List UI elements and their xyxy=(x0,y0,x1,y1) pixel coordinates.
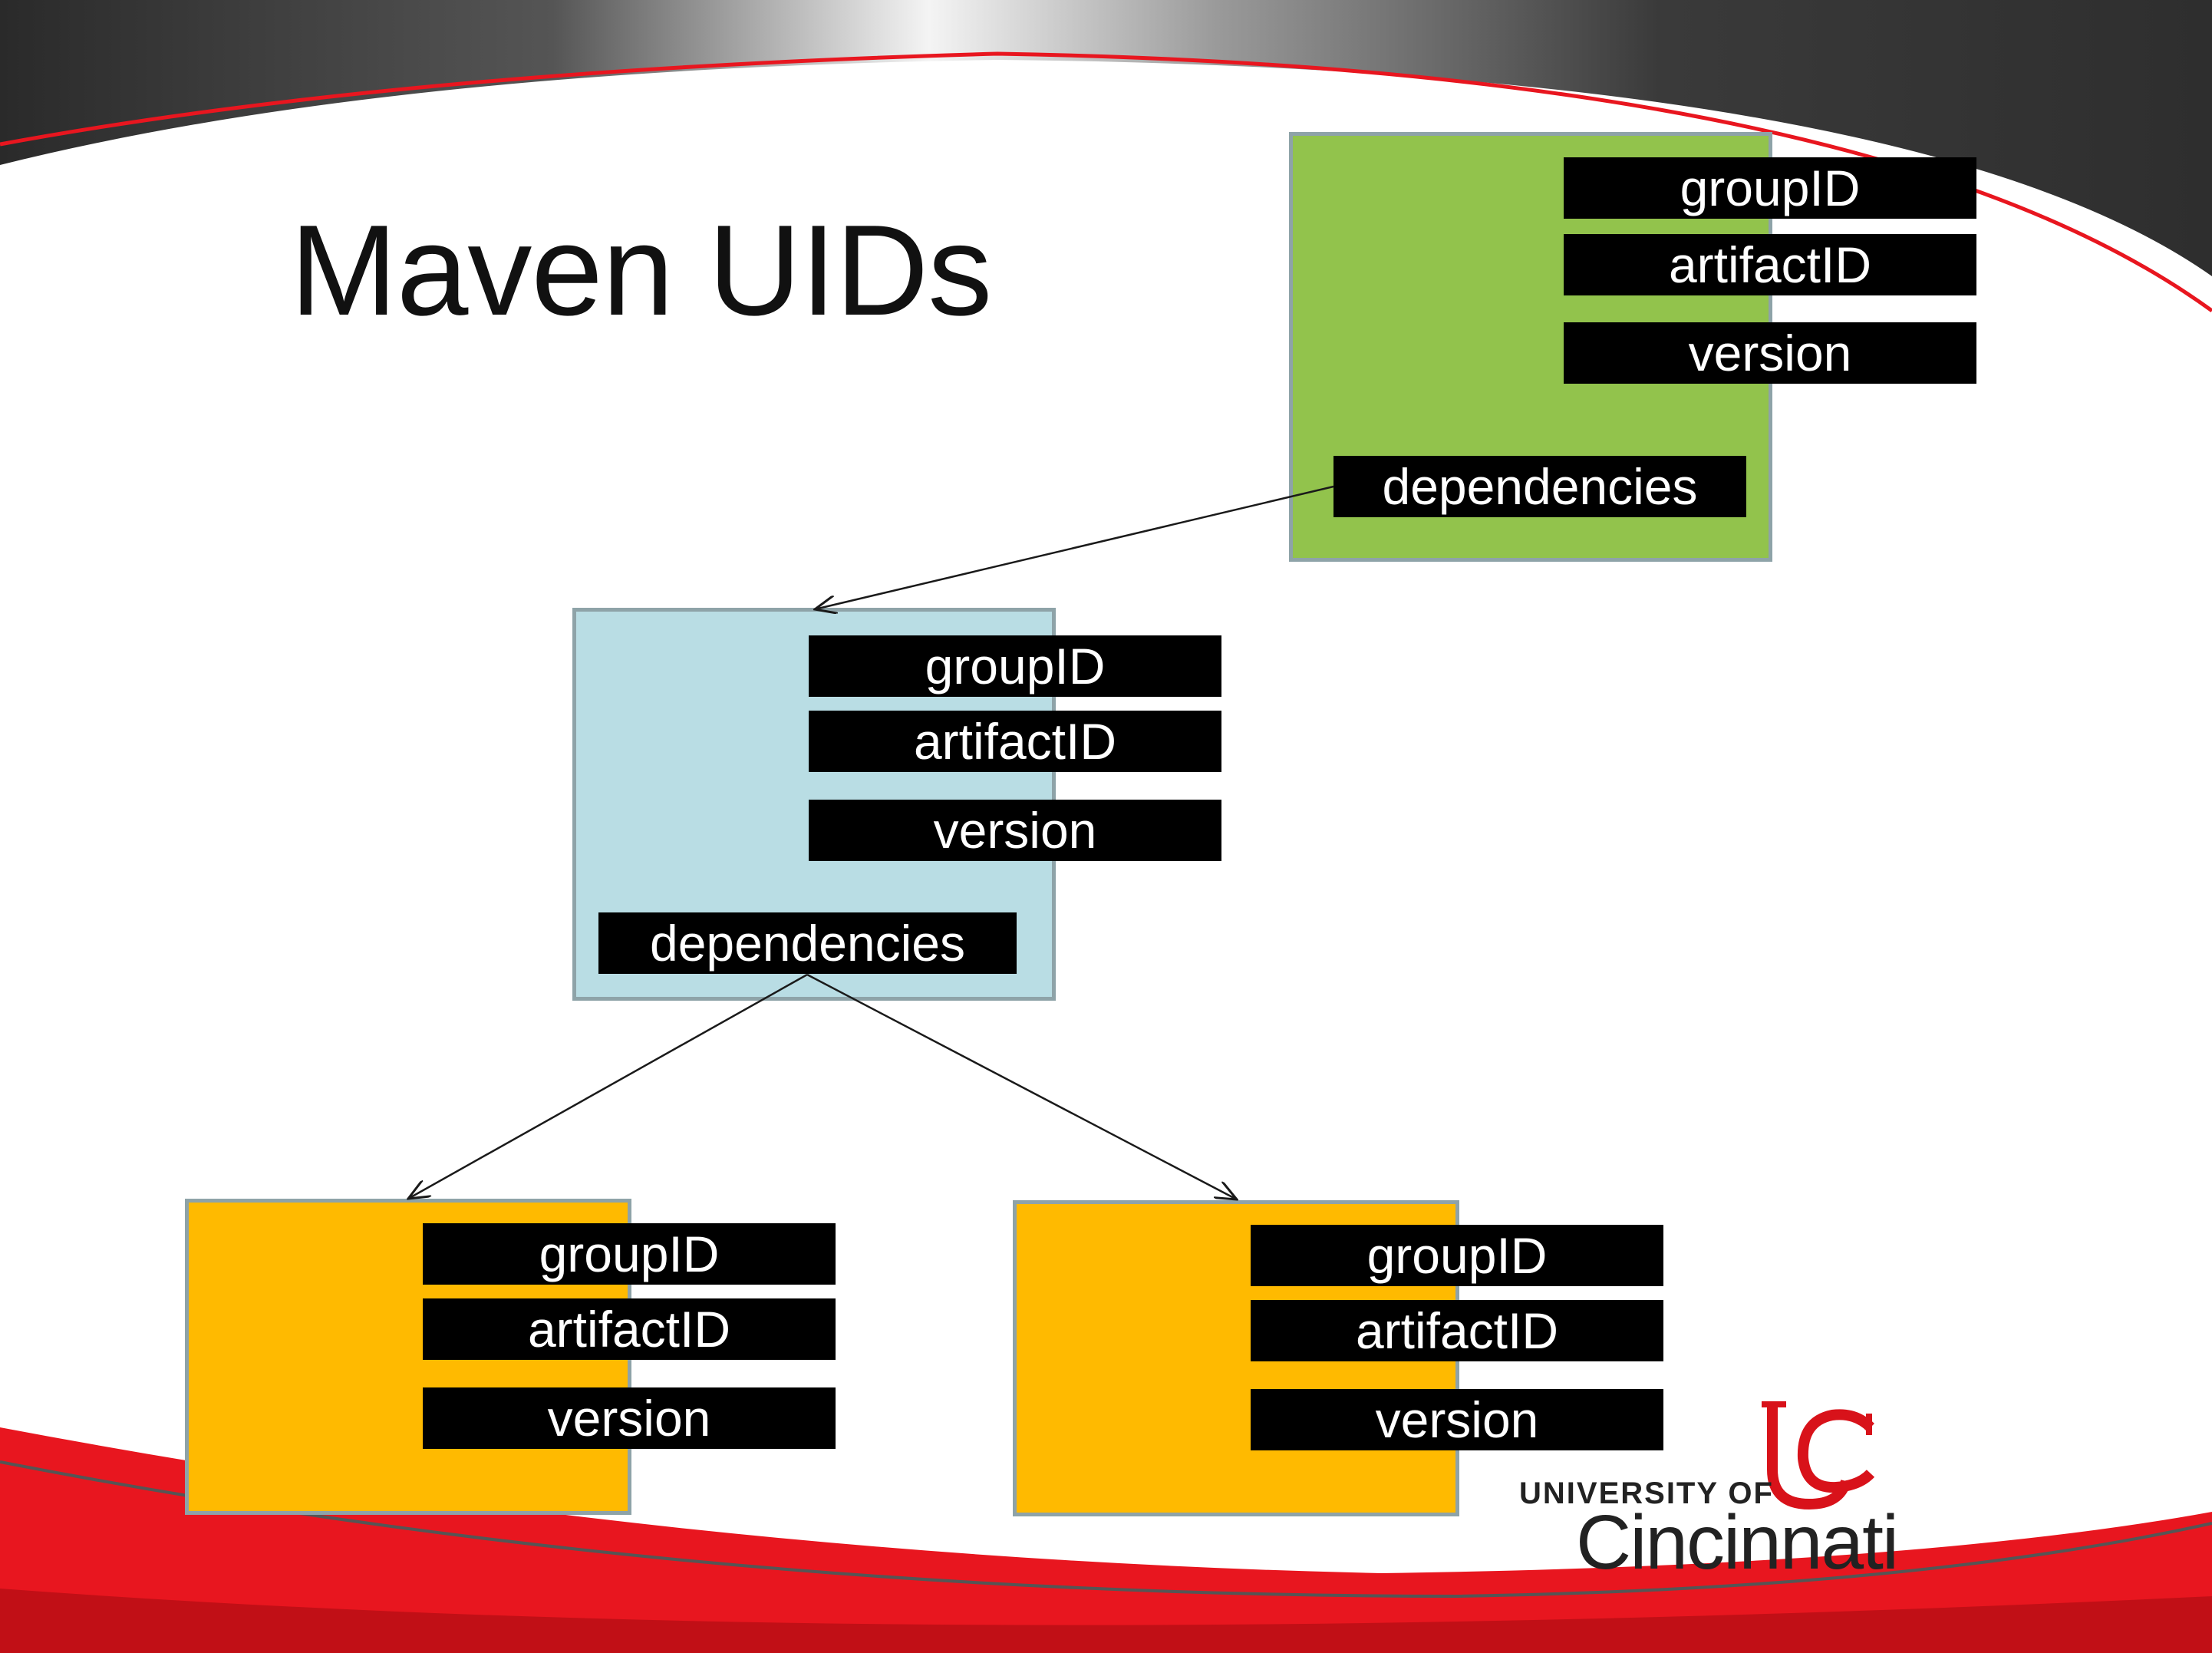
right-version-label: version xyxy=(1251,1389,1663,1450)
slide-title: Maven UIDs xyxy=(290,198,992,342)
top-version-label: version xyxy=(1564,322,1976,384)
top-artifactid-label: artifactID xyxy=(1564,234,1976,295)
bottom-band xyxy=(0,1427,2212,1653)
right-artifactid-label: artifactID xyxy=(1251,1300,1663,1361)
top-band xyxy=(0,0,2212,276)
middle-artifactid-label: artifactID xyxy=(809,711,1221,772)
middle-version-label: version xyxy=(809,800,1221,861)
left-groupid-label: groupID xyxy=(423,1223,836,1285)
logo-line-university-of: UNIVERSITY OF xyxy=(1519,1476,1774,1510)
logo-line-cincinnati: Cincinnati xyxy=(1576,1500,1899,1585)
left-version-label: version xyxy=(423,1387,836,1449)
top-dependencies-label: dependencies xyxy=(1333,456,1746,517)
middle-groupid-label: groupID xyxy=(809,635,1221,697)
right-groupid-label: groupID xyxy=(1251,1225,1663,1286)
left-artifactid-label: artifactID xyxy=(423,1298,836,1360)
bottom-highlight xyxy=(0,1589,2212,1653)
uc-monogram-icon xyxy=(1762,1401,1875,1510)
university-logo: UNIVERSITY OF Cincinnati xyxy=(1519,1397,1918,1589)
top-groupid-label: groupID xyxy=(1564,157,1976,219)
bottom-dark-line xyxy=(0,1460,2212,1599)
middle-dependencies-label: dependencies xyxy=(598,912,1017,974)
